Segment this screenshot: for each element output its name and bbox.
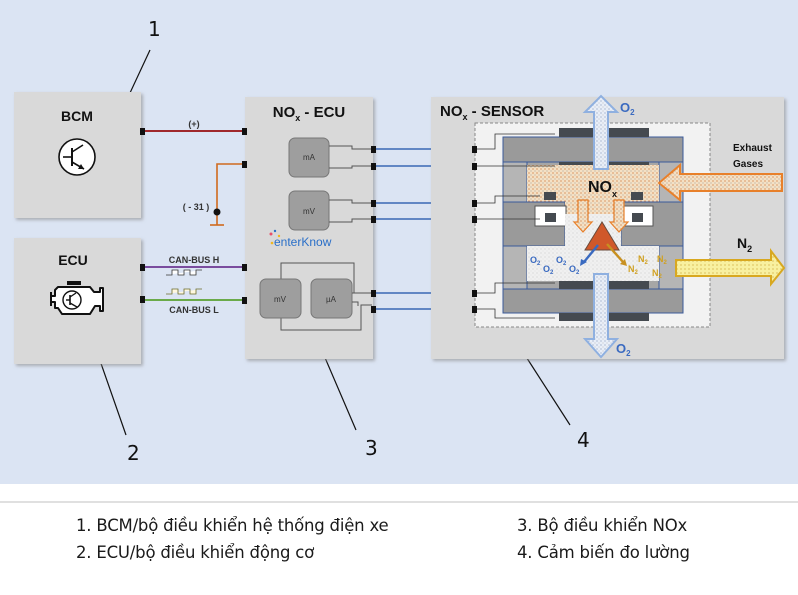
o2-up-arrow bbox=[582, 94, 620, 170]
svg-text:N2: N2 bbox=[657, 254, 668, 266]
callout-2: 2 bbox=[127, 441, 140, 465]
plus-label: (+) bbox=[188, 119, 199, 129]
transistor-icon bbox=[58, 138, 96, 176]
ua-module bbox=[310, 278, 353, 319]
o2-top-label: O2 bbox=[620, 100, 635, 117]
ecu-port-h bbox=[140, 264, 145, 271]
svg-text:mA: mA bbox=[303, 153, 316, 162]
svg-text:mV: mV bbox=[274, 295, 287, 304]
svg-text:N2: N2 bbox=[628, 264, 639, 276]
ground-node bbox=[213, 208, 221, 216]
svg-text:O2: O2 bbox=[556, 255, 567, 267]
ecu-port-l bbox=[140, 296, 145, 303]
o2-down-arrow bbox=[582, 273, 620, 359]
callout-1: 1 bbox=[148, 17, 161, 41]
svg-text:N2: N2 bbox=[652, 268, 663, 280]
can-h-signal-icon bbox=[166, 269, 202, 276]
svg-text:µA: µA bbox=[326, 295, 337, 304]
can-h-label: CAN-BUS H bbox=[169, 255, 220, 265]
exhaust-gases-arrow bbox=[657, 162, 783, 203]
legend-item-4: 4. Cảm biến đo lường bbox=[517, 543, 690, 562]
o2-bottom-label: O2 bbox=[616, 341, 631, 358]
ecu-title: ECU bbox=[58, 252, 88, 268]
leader-line-3 bbox=[319, 345, 357, 431]
diagram-canvas: 1 2 3 4 BCM ECU bbox=[14, 17, 786, 465]
exhaust-label-line1: Exhaust bbox=[733, 143, 773, 154]
ecu-block: ECU bbox=[14, 238, 145, 364]
callout-4: 4 bbox=[577, 428, 590, 452]
ground-wire bbox=[216, 163, 242, 213]
ground-label: ( - 31 ) bbox=[183, 202, 210, 212]
n2-split-arrow bbox=[606, 243, 624, 263]
n2-cluster: N2 N2 N2 N2 bbox=[628, 254, 668, 280]
mv-module-2 bbox=[259, 278, 302, 319]
mv-module bbox=[288, 190, 330, 231]
o2-cluster: O2 O2 O2 O2 bbox=[530, 255, 580, 276]
callout-3: 3 bbox=[365, 436, 378, 460]
can-l-signal-icon bbox=[166, 288, 202, 295]
svg-text:O2: O2 bbox=[543, 264, 554, 276]
n2-out-arrow bbox=[675, 248, 786, 287]
enterknow-logo: enterKnow bbox=[269, 229, 332, 249]
nox-chamber-label: NOx bbox=[588, 179, 617, 199]
bcm-port bbox=[140, 128, 145, 135]
svg-text:O2: O2 bbox=[569, 264, 580, 276]
divider bbox=[0, 501, 798, 503]
svg-text:O2: O2 bbox=[530, 255, 541, 267]
exhaust-label-line2: Gases bbox=[733, 159, 763, 170]
o2-split-arrow bbox=[583, 244, 599, 263]
nox-system-diagram: 1 2 3 4 BCM ECU bbox=[0, 0, 798, 484]
svg-text:N2: N2 bbox=[638, 254, 649, 266]
nox-sensor-block: NOx - SENSOR bbox=[431, 94, 786, 359]
nox-flow-arrow-right bbox=[608, 199, 630, 233]
engine-icon bbox=[50, 281, 104, 315]
bcm-block: BCM bbox=[14, 92, 145, 218]
legend-item-3: 3. Bộ điều khiển NOx bbox=[517, 516, 688, 535]
legend-item-1: 1. BCM/bộ điều khiển hệ thống điện xe bbox=[76, 516, 389, 535]
bcm-title: BCM bbox=[61, 108, 93, 124]
legend-item-2: 2. ECU/bộ điều khiển động cơ bbox=[76, 543, 315, 562]
catalyst-triangle bbox=[584, 221, 620, 251]
nox-ecu-block: NOx - ECU mA mV enterKnow mV µA bbox=[242, 97, 376, 359]
nox-ecu-title: NOx - ECU bbox=[273, 104, 346, 123]
nox-flow-arrow-left bbox=[572, 199, 594, 233]
leader-line-4 bbox=[522, 351, 571, 426]
can-l-label: CAN-BUS L bbox=[169, 305, 219, 315]
leader-line-2 bbox=[96, 351, 127, 436]
nox-sensor-title: NOx - SENSOR bbox=[440, 103, 544, 122]
n2-label: N2 bbox=[737, 235, 752, 254]
svg-text:mV: mV bbox=[303, 207, 316, 216]
svg-text:enterKnow: enterKnow bbox=[274, 235, 332, 249]
ma-module bbox=[288, 137, 330, 178]
